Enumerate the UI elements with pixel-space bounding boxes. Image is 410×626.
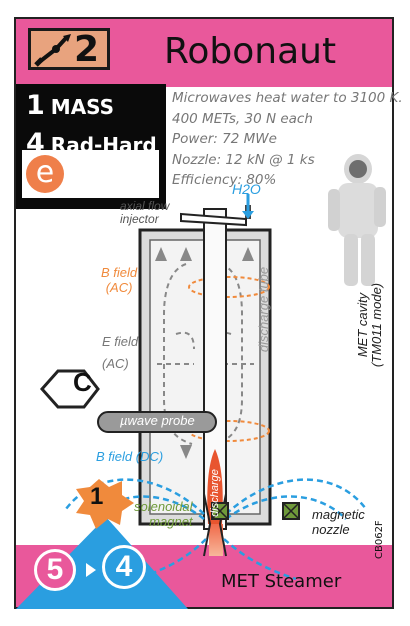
h2o-label: H2O	[232, 181, 261, 197]
spec-line: Microwaves heat water to 3100 K.	[172, 90, 403, 106]
e-field-label: E field (AC)	[102, 334, 139, 371]
spec-line: Efficiency: 80%	[172, 172, 277, 188]
solenoidal-magnet	[211, 502, 300, 520]
met-cavity-label: MET cavity (TM011 mode)	[355, 282, 385, 368]
fuel-badge-number: 1	[90, 483, 104, 510]
tech-level-badge: 2	[28, 28, 110, 70]
fuel-burst	[76, 479, 134, 529]
card-title: Robonaut	[164, 31, 337, 72]
isp-to-drop: 4	[102, 545, 146, 589]
spec-line: 400 METs, 30 N each	[172, 110, 313, 127]
astronaut-image	[328, 154, 386, 286]
type-box: e	[22, 150, 159, 198]
b-field-dc-label: B field (DC)	[96, 449, 164, 464]
axial-flow-injector	[180, 212, 247, 227]
mass-label: MASS	[50, 95, 115, 119]
c-symbol-hex	[39, 369, 100, 409]
tech-level-number: 2	[73, 29, 99, 70]
robotic-arm-icon	[34, 34, 71, 67]
axial-flow-label: axial flow injector	[120, 199, 170, 226]
discharge-tube-label: discharge tube	[256, 266, 272, 353]
arrow-icon	[86, 563, 96, 577]
microwave-probe	[97, 411, 217, 433]
spec-line: Nozzle: 12 kN @ 1 ks	[172, 151, 315, 168]
mass-value: 1	[26, 90, 45, 121]
isp-from-circle: 5	[34, 549, 76, 591]
card-code: CB062F	[374, 520, 385, 559]
electric-type-icon: e	[26, 155, 64, 193]
spec-list: Microwaves heat water to 3100 K. 400 MET…	[172, 88, 403, 191]
e-field-lines	[157, 263, 254, 445]
solenoidal-magnet-label: solenoidal magnet	[134, 499, 193, 529]
uwave-probe-label: µwave probe	[120, 413, 195, 428]
magnetic-nozzle-label: magnetic nozzle	[312, 507, 365, 537]
footer-title: MET Steamer	[221, 571, 342, 592]
discharge-label: discharge	[208, 469, 221, 517]
spec-line: Power: 72 MWe	[172, 131, 277, 147]
b-field-ac-label: B field (AC)	[101, 265, 138, 295]
c-symbol: C	[73, 367, 92, 397]
